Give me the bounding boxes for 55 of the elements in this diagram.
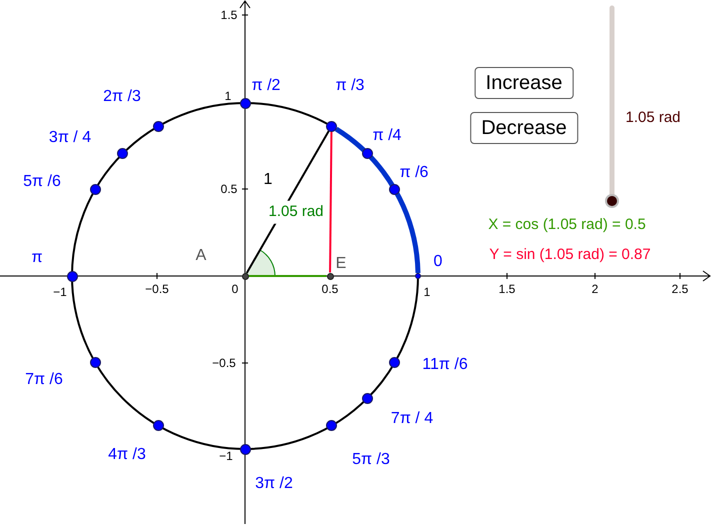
formula-text: Y = sin (1.05 rad) = 0.87 xyxy=(489,244,651,265)
angle-label: 5π /3 xyxy=(352,450,390,470)
point xyxy=(415,273,421,279)
angle-label: π /3 xyxy=(336,76,364,96)
point xyxy=(153,120,164,132)
tick-label: 2 xyxy=(592,281,598,298)
arc xyxy=(334,126,420,274)
point-label: E xyxy=(336,254,346,274)
tick-label: −1 xyxy=(53,284,67,301)
tick-label: −1 xyxy=(219,448,233,465)
line-segment xyxy=(248,275,326,277)
angle-label: π /2 xyxy=(252,76,280,96)
point xyxy=(362,392,373,404)
tick-label: 1 xyxy=(424,284,430,301)
point xyxy=(90,357,101,368)
point xyxy=(326,272,334,280)
point xyxy=(242,272,248,280)
point xyxy=(389,184,400,195)
angle-label: 7π /6 xyxy=(25,370,63,390)
angle-label: π /4 xyxy=(372,126,402,146)
point xyxy=(153,420,164,432)
tick-label: 0.5 xyxy=(220,181,238,198)
tick-label: 2.5 xyxy=(672,281,688,298)
point xyxy=(326,420,337,432)
tick-label: 1.5 xyxy=(220,7,238,24)
decrease-button: Decrease xyxy=(470,112,578,144)
tick-label: 1 xyxy=(224,88,232,105)
angle-label: π /6 xyxy=(400,163,428,183)
point xyxy=(326,120,337,132)
angle-label: 3π /2 xyxy=(255,474,293,494)
slider-value: 1.05 rad xyxy=(625,108,681,128)
point-label: A xyxy=(196,246,206,266)
tick-label: 1.5 xyxy=(498,281,516,298)
angle-label: π xyxy=(31,248,43,268)
line-segment xyxy=(329,132,332,272)
point xyxy=(66,270,78,282)
angle-label: 5π /6 xyxy=(23,172,61,192)
point xyxy=(240,98,250,108)
tick-label: −0.5 xyxy=(145,281,169,298)
point xyxy=(362,148,373,160)
angle-label: 2π /3 xyxy=(103,87,141,107)
tick-label: 0.5 xyxy=(322,281,338,298)
tick-label: −0.5 xyxy=(212,355,236,372)
increase-button: Increase xyxy=(474,67,574,99)
formula-text: X = cos (1.05 rad) = 0.5 xyxy=(488,214,646,235)
tick-label: 0 xyxy=(232,281,238,298)
angle-label: 3π / 4 xyxy=(48,128,92,148)
angle-label: 7π / 4 xyxy=(390,409,434,429)
point xyxy=(90,184,101,195)
angle-label: 11π /6 xyxy=(422,355,468,375)
point xyxy=(240,444,250,454)
angle-label: 0 xyxy=(434,252,442,272)
point xyxy=(117,148,128,160)
point xyxy=(389,357,400,368)
angle-label: 4π /3 xyxy=(108,445,146,465)
